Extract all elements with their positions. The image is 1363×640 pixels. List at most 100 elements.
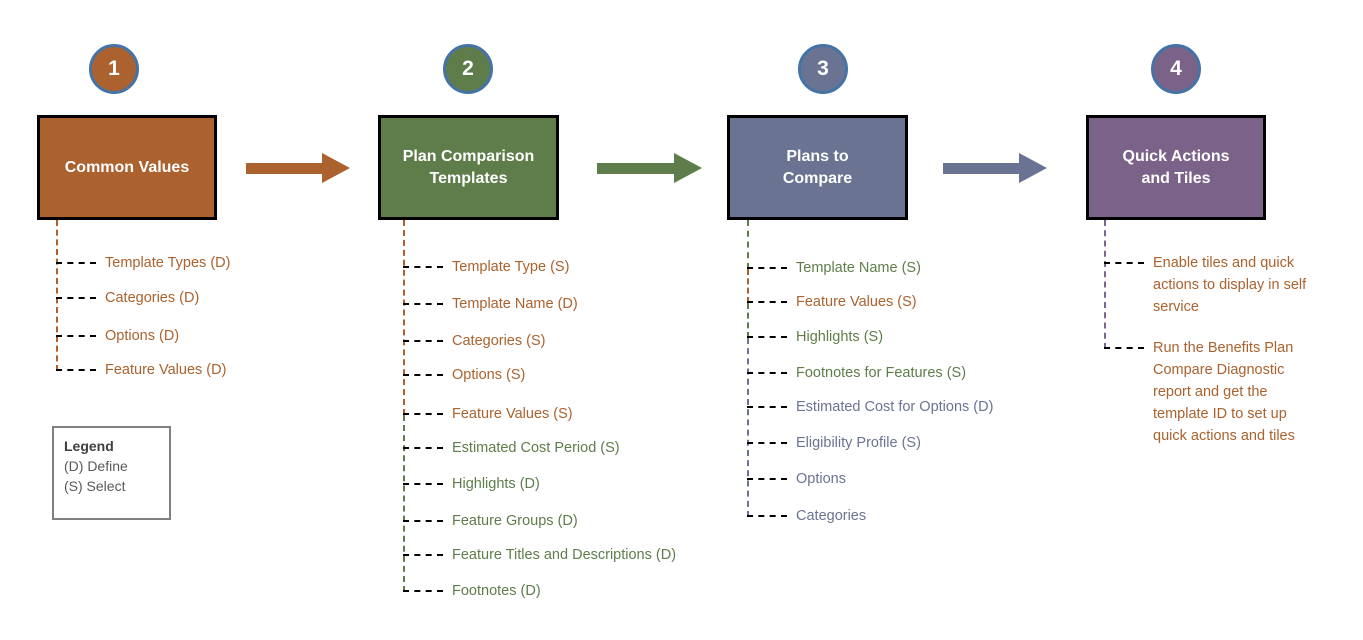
arrow-shaft — [246, 163, 322, 174]
list-item: Categories (D) — [56, 287, 199, 309]
item-label: Feature Titles and Descriptions (D) — [452, 547, 677, 563]
item-label: Estimated Cost Period (S) — [452, 440, 620, 456]
step-number-1: 1 — [108, 57, 120, 80]
item-label: Categories (S) — [452, 333, 546, 349]
dashed-connector — [403, 554, 443, 556]
step-box-plan-comparison-templates: Plan Comparison Templates — [378, 115, 559, 220]
dashed-connector — [403, 413, 443, 415]
dashed-connector — [403, 374, 443, 376]
step-number-badge-2: 2 — [443, 44, 493, 94]
list-item: Template Name (S) — [747, 257, 921, 279]
dashed-connector — [56, 335, 96, 337]
step-box-quick-actions-and-tiles: Quick Actions and Tiles — [1086, 115, 1266, 220]
list-item: Estimated Cost Period (S) — [403, 437, 620, 459]
dashed-connector — [403, 447, 443, 449]
step-title-line: Templates — [429, 169, 508, 187]
list-item: Template Name (D) — [403, 293, 578, 315]
list-item: Footnotes for Features (S) — [747, 362, 966, 384]
arrow-shaft — [943, 163, 1019, 174]
list-item: Options (D) — [56, 325, 179, 347]
dashed-connector — [1104, 262, 1144, 264]
step-box-common-values: Common Values — [37, 115, 217, 220]
dashed-connector — [747, 515, 787, 517]
arrow-head — [322, 153, 350, 183]
dashed-connector — [747, 478, 787, 480]
item-label: Enable tiles and quick actions to displa… — [1153, 255, 1307, 315]
dashed-connector — [403, 303, 443, 305]
dashed-connector — [747, 406, 787, 408]
dashed-connector — [56, 297, 96, 299]
item-label: Options (D) — [105, 328, 180, 344]
item-label: Run the Benefits Plan Compare Diagnostic… — [1153, 340, 1295, 444]
step-number-3: 3 — [817, 57, 829, 80]
legend-title: Legend — [64, 438, 114, 454]
list-item: Categories (S) — [403, 330, 545, 352]
flow-arrow-icon-3 — [943, 153, 1047, 183]
arrow-head — [1019, 153, 1047, 183]
connector-trunk-2-green — [403, 415, 405, 592]
legend-select: (S) Select — [64, 478, 126, 494]
item-label: Template Name (D) — [452, 296, 578, 312]
connector-trunk-3-brown — [747, 269, 749, 303]
list-item: Options (S) — [403, 364, 525, 386]
legend-box: Legend (D) Define (S) Select — [52, 426, 171, 520]
dashed-connector — [403, 520, 443, 522]
dashed-connector — [56, 369, 96, 371]
dashed-connector — [747, 442, 787, 444]
list-item: Template Types (D) — [56, 252, 230, 274]
connector-trunk-4 — [1104, 220, 1106, 349]
step-number-badge-1: 1 — [89, 44, 139, 94]
step-number-badge-4: 4 — [1151, 44, 1201, 94]
arrow-shaft — [597, 163, 674, 174]
list-item: Categories — [747, 505, 866, 527]
list-item: Estimated Cost for Options (D) — [747, 396, 993, 418]
item-label: Template Name (S) — [796, 260, 921, 276]
list-item: Highlights (S) — [747, 326, 883, 348]
dashed-connector — [747, 336, 787, 338]
list-item: Highlights (D) — [403, 473, 540, 495]
dashed-connector — [403, 340, 443, 342]
dashed-connector — [56, 262, 96, 264]
arrow-head — [674, 153, 702, 183]
step-title-line: and Tiles — [1141, 169, 1211, 187]
list-item: Run the Benefits Plan Compare Diagnostic… — [1104, 337, 1317, 447]
connector-trunk-3-green-a — [747, 220, 749, 269]
list-item: Footnotes (D) — [403, 580, 541, 602]
step-title-line: Quick Actions — [1122, 147, 1230, 165]
dashed-connector — [403, 590, 443, 592]
list-item: Feature Values (S) — [403, 403, 573, 425]
dashed-connector — [747, 267, 787, 269]
list-item: Options — [747, 468, 846, 490]
item-label: Template Type (S) — [452, 259, 570, 275]
connector-trunk-2-brown — [403, 220, 405, 415]
list-item: Enable tiles and quick actions to displa… — [1104, 252, 1317, 318]
step-number-badge-3: 3 — [798, 44, 848, 94]
list-item: Template Type (S) — [403, 256, 569, 278]
item-label: Template Types (D) — [105, 255, 231, 271]
list-item: Feature Titles and Descriptions (D) — [403, 544, 676, 566]
dashed-connector — [403, 266, 443, 268]
legend-define: (D) Define — [64, 458, 128, 474]
item-label: Feature Values (D) — [105, 362, 227, 378]
item-label: Eligibility Profile (S) — [796, 435, 921, 451]
connector-trunk-1 — [56, 220, 58, 371]
connector-trunk-3-green-b — [747, 303, 749, 338]
step-title-line: Common Values — [64, 158, 190, 176]
dashed-connector — [403, 483, 443, 485]
dashed-connector — [747, 301, 787, 303]
flow-arrow-icon-2 — [597, 153, 702, 183]
item-label: Feature Values (S) — [452, 406, 573, 422]
item-label: Footnotes (D) — [452, 583, 541, 599]
flow-arrow-icon-1 — [246, 153, 350, 183]
item-label: Categories — [796, 508, 867, 524]
step-box-plans-to-compare: Plans to Compare — [727, 115, 908, 220]
item-label: Highlights (D) — [452, 476, 540, 492]
item-label: Estimated Cost for Options (D) — [796, 399, 994, 415]
step-number-4: 4 — [1170, 57, 1182, 80]
step-title-line: Plans to — [786, 147, 849, 165]
item-label: Feature Groups (D) — [452, 513, 578, 529]
list-item: Feature Values (D) — [56, 359, 226, 381]
dashed-connector — [747, 372, 787, 374]
item-label: Footnotes for Features (S) — [796, 365, 967, 381]
